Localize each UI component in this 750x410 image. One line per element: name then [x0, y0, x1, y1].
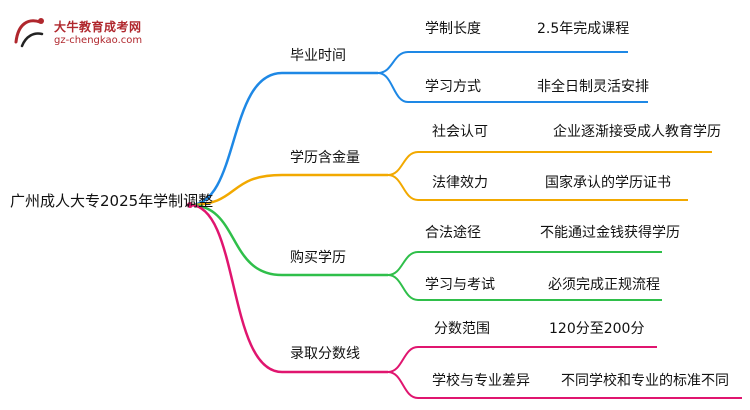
leaf-value-study-and-exam: 必须完成正规流程 [548, 277, 660, 293]
logo-title: 大牛教育成考网 [54, 20, 142, 34]
leaf-value-score-range: 120分至200分 [549, 321, 645, 337]
root-topic: 广州成人大专2025年学制调整 [10, 192, 214, 210]
leaf-value-school-major-difference: 不同学校和专业的标准不同 [561, 373, 729, 389]
leaf-label-program-length: 学制长度 [425, 21, 481, 37]
leaf-value-social-recognition: 企业逐渐接受成人教育学历 [553, 124, 721, 140]
branch-label-degree-value: 学历含金量 [290, 150, 360, 166]
root-node-dot [187, 202, 193, 208]
branch-label-graduation-time: 毕业时间 [290, 48, 346, 64]
leaf-value-study-mode: 非全日制灵活安排 [537, 79, 649, 95]
leaf-connector-graduation-time-1 [377, 51, 409, 74]
leaf-connector-degree-value-2 [387, 174, 419, 201]
branch-label-buying-degree: 购买学历 [290, 250, 346, 266]
leaf-connector-degree-value-1 [387, 151, 419, 176]
leaf-connector-buying-degree-1 [387, 251, 419, 276]
leaf-label-school-major-difference: 学校与专业差异 [432, 373, 530, 389]
site-logo[interactable]: 大牛教育成考网 gz-chengkao.com [8, 12, 168, 52]
logo-url: gz-chengkao.com [54, 35, 143, 46]
leaf-label-score-range: 分数范围 [434, 321, 490, 337]
leaf-label-social-recognition: 社会认可 [432, 124, 488, 140]
leaf-connector-buying-degree-2 [387, 274, 419, 301]
root-connector-buying-degree [189, 203, 283, 277]
root-connector-admission-score [189, 203, 283, 374]
leaf-label-study-mode: 学习方式 [425, 79, 481, 95]
root-connector-graduation-time [189, 71, 283, 207]
branch-label-admission-score: 录取分数线 [290, 346, 360, 362]
leaf-connector-graduation-time-2 [377, 72, 409, 103]
leaf-value-legal-validity: 国家承认的学历证书 [545, 175, 671, 191]
leaf-connector-admission-score-2 [387, 371, 419, 399]
logo-emblem-icon [14, 18, 44, 48]
leaf-value-legal-route: 不能通过金钱获得学历 [540, 225, 680, 241]
leaf-value-program-length: 2.5年完成课程 [537, 21, 630, 37]
leaf-label-legal-route: 合法途径 [425, 225, 481, 241]
leaf-connector-admission-score-1 [387, 346, 419, 373]
leaf-label-legal-validity: 法律效力 [432, 175, 488, 191]
root-connector-degree-value [189, 173, 283, 207]
leaf-label-study-and-exam: 学习与考试 [425, 277, 495, 293]
